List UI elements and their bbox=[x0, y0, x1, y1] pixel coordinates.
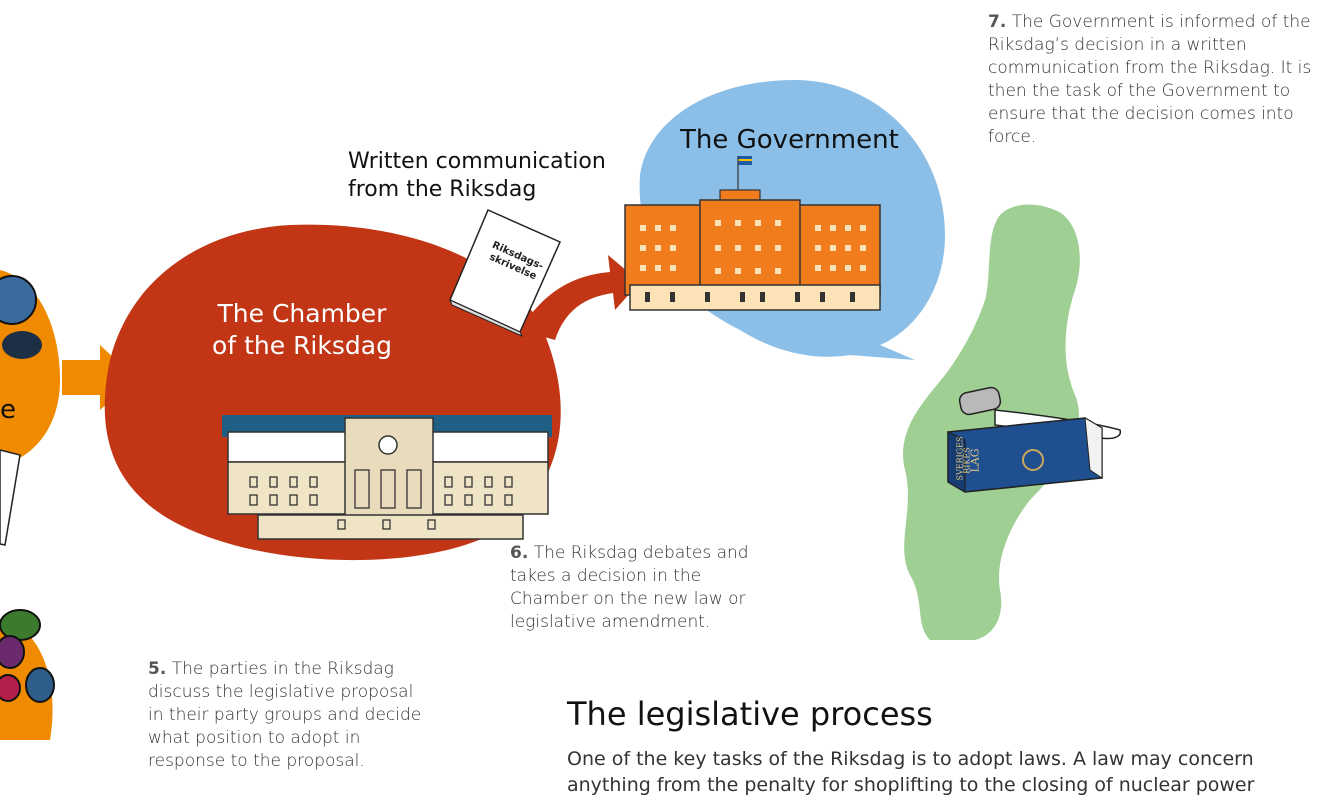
step-5-number: 5. bbox=[148, 659, 167, 679]
step-5-description: The parties in the Riksdag discuss the l… bbox=[148, 659, 422, 771]
riksdagsskrivelse-document bbox=[449, 209, 561, 338]
step-6-number: 6. bbox=[510, 543, 529, 563]
government-building-illustration bbox=[624, 156, 881, 311]
section-body: One of the key tasks of the Riksdag is t… bbox=[567, 748, 1255, 796]
chamber-label-line2: of the Riksdag bbox=[212, 331, 392, 360]
sweden-map bbox=[903, 204, 1080, 641]
arrow-to-government bbox=[520, 255, 640, 340]
book-line3: LAG bbox=[968, 448, 982, 473]
chamber-label-line1: The Chamber bbox=[217, 299, 387, 328]
law-book-illustration bbox=[947, 417, 1103, 494]
government-label: The Government bbox=[680, 125, 899, 155]
step-7-text: 7. The Government is informed of the Rik… bbox=[988, 11, 1338, 149]
party-members-illustration bbox=[0, 275, 55, 703]
section-title: The legislative process bbox=[567, 695, 933, 733]
step-7-description: The Government is informed of the Riksda… bbox=[988, 12, 1312, 147]
chamber-label: The Chamber of the Riksdag bbox=[182, 298, 422, 362]
step-6-text: 6. The Riksdag debates and takes a decis… bbox=[510, 542, 770, 634]
riksdag-building-illustration bbox=[222, 415, 552, 540]
step-5-text: 5. The parties in the Riksdag discuss th… bbox=[148, 658, 428, 773]
step-7-number: 7. bbox=[988, 12, 1007, 32]
step-6-description: The Riksdag debates and takes a decision… bbox=[510, 543, 749, 632]
left-document-shape bbox=[0, 449, 21, 546]
written-communication-line1: Written communication bbox=[348, 149, 606, 174]
left-partial-label: e bbox=[0, 395, 16, 425]
written-communication-line2: from the Riksdag bbox=[348, 177, 537, 202]
written-communication-label: Written communication from the Riksdag bbox=[348, 148, 606, 204]
